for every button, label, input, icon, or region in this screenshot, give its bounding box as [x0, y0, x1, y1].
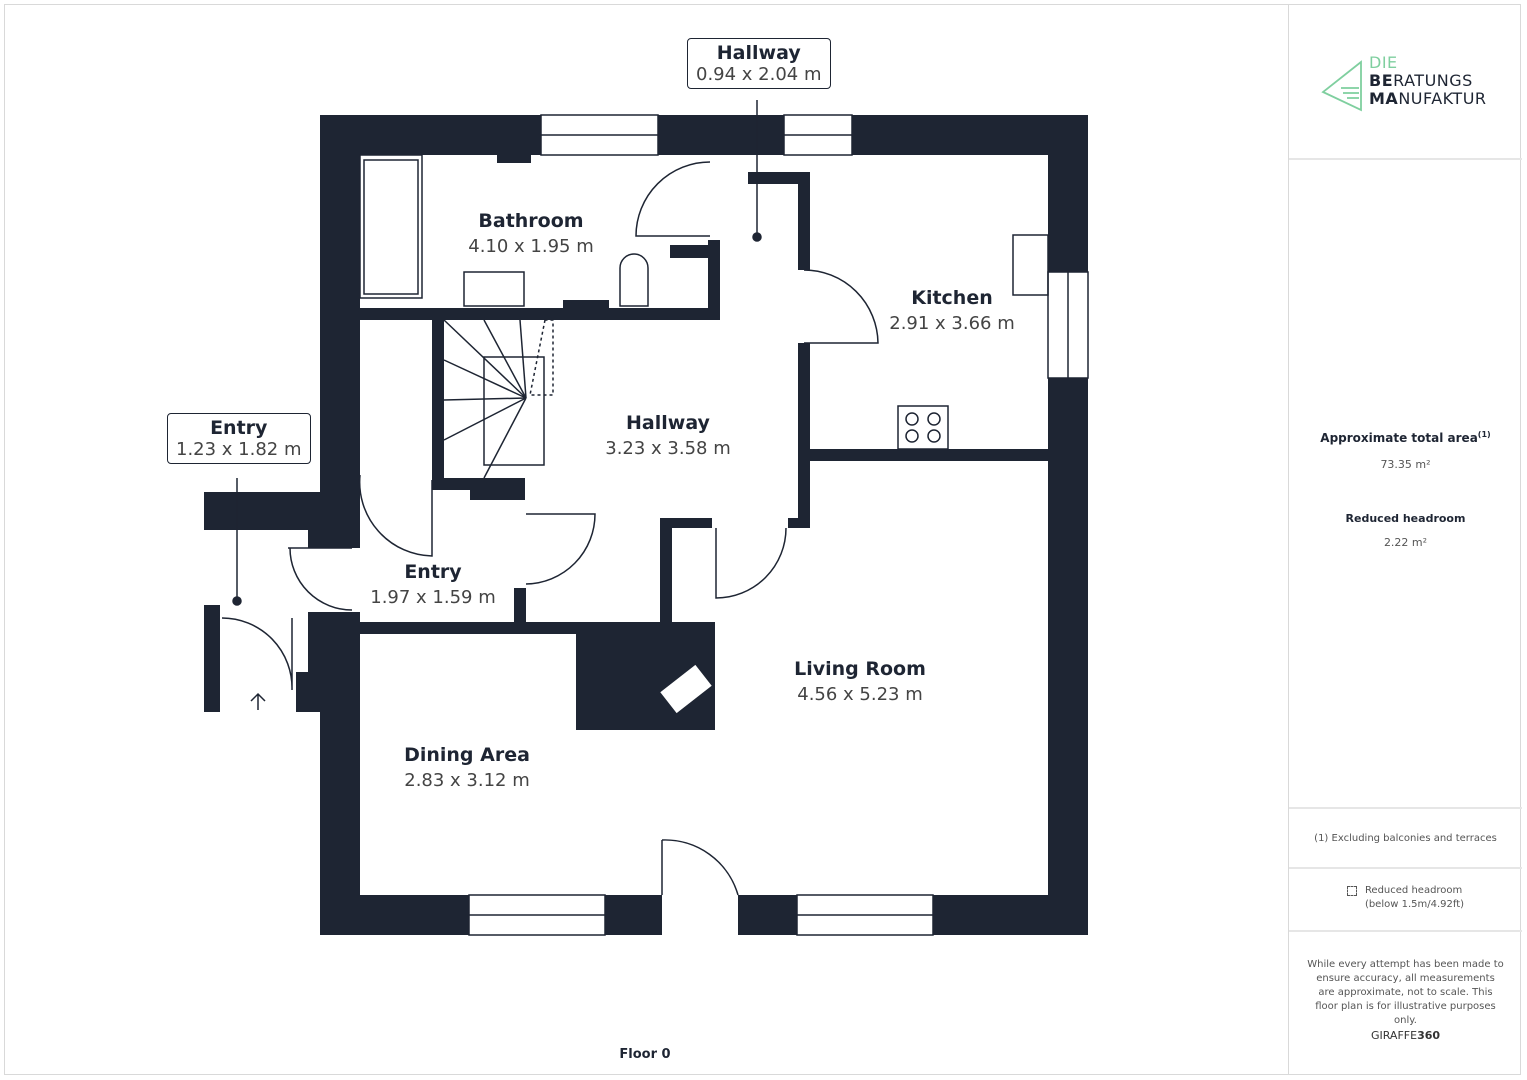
logo-triangle-icon [1321, 60, 1362, 112]
floor-plan [204, 100, 1089, 936]
room-name: Bathroom [478, 210, 584, 232]
fixtures [221, 100, 1049, 896]
callout-hallway: Hallway 0.94 x 2.04 m [687, 38, 831, 89]
callout-dims: 1.23 x 1.82 m [176, 439, 302, 460]
walls [204, 115, 1088, 935]
room-bathroom: Bathroom 4.10 x 1.95 m [468, 210, 594, 257]
callout-name: Hallway [716, 42, 801, 64]
legend-line1: Reduced headroom [1364, 885, 1463, 896]
logo-line2a: BE [1369, 71, 1394, 90]
room-dining-area: Dining Area 2.83 x 3.12 m [404, 744, 530, 791]
room-dims: 4.56 x 5.23 m [797, 684, 923, 705]
total-label-text: Approximate total area [1320, 431, 1478, 445]
room-name: Hallway [626, 412, 710, 434]
logo-line3a: MA [1369, 89, 1399, 108]
windows [468, 114, 1089, 936]
headroom-value: 2.22 m² [1383, 536, 1428, 549]
disclaimer: While every attempt has been made to ens… [1307, 959, 1504, 1026]
headroom-label: Reduced headroom [1345, 512, 1466, 525]
entrance-arrow-icon [250, 692, 266, 710]
room-dims: 2.91 x 3.66 m [889, 313, 1015, 334]
room-name: Kitchen [911, 287, 993, 309]
legend-line2: (below 1.5m/4.92ft) [1364, 899, 1465, 910]
room-dims: 2.83 x 3.12 m [404, 770, 530, 791]
room-hallway: Hallway 3.23 x 3.58 m [605, 412, 731, 459]
room-living-room: Living Room 4.56 x 5.23 m [794, 658, 926, 705]
room-dims: 4.10 x 1.95 m [468, 236, 594, 257]
room-name: Entry [404, 561, 462, 583]
room-name: Dining Area [404, 744, 530, 766]
callout-name: Entry [210, 417, 268, 439]
floor-label: Floor 0 [619, 1047, 671, 1062]
room-dims: 3.23 x 3.58 m [605, 438, 731, 459]
callout-entry: Entry 1.23 x 1.82 m [167, 413, 311, 464]
footnote: (1) Excluding balconies and terraces [1314, 833, 1497, 844]
room-name: Living Room [794, 658, 926, 680]
page-frame [4, 4, 1521, 1075]
room-kitchen: Kitchen 2.91 x 3.66 m [889, 287, 1015, 334]
room-entry: Entry 1.97 x 1.59 m [370, 561, 496, 608]
legend: Reduced headroom (below 1.5m/4.92ft) [1289, 884, 1522, 912]
total-area-value: 73.35 m² [1380, 458, 1431, 471]
logo-line2b: RATUNGS [1393, 71, 1473, 90]
dashed-square-icon [1346, 886, 1357, 896]
brand: GIRAFFE360 [1289, 1029, 1522, 1042]
room-dims: 1.97 x 1.59 m [370, 587, 496, 608]
total-area-label: Approximate total area(1) [1289, 430, 1522, 445]
total-label-sup: (1) [1477, 430, 1491, 439]
info-panel: DIE BERATUNGS MANUFAKTUR Approximate tot… [1288, 4, 1522, 1075]
brand-b: 360 [1417, 1029, 1441, 1042]
brand-a: GIRAFFE [1370, 1029, 1418, 1042]
logo-line3b: NUFAKTUR [1398, 89, 1487, 108]
callout-dims: 0.94 x 2.04 m [696, 64, 822, 85]
logo-line1: DIE [1369, 53, 1398, 72]
